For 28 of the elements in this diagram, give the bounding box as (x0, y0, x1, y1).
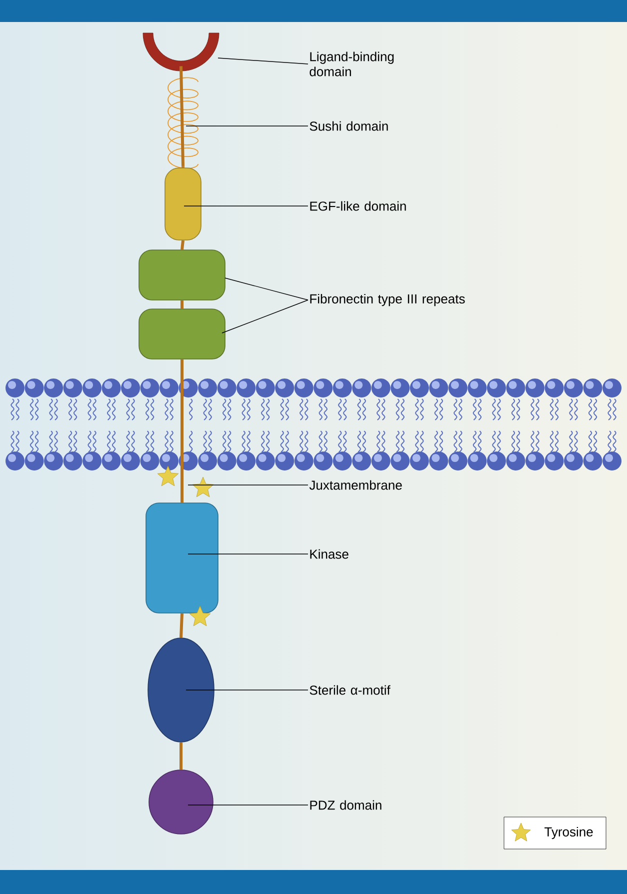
domain-label: Sushi domain (310, 121, 388, 131)
protein-chain (180, 742, 182, 770)
protein-chain (180, 240, 184, 250)
legend-label: Tyrosine (544, 826, 593, 840)
leader-line (188, 804, 308, 806)
protein-chain (182, 166, 184, 168)
leader-line (188, 484, 308, 486)
leader-line (224, 278, 308, 300)
domain-label: Fibronectin type III repeats (310, 294, 465, 306)
domain-label: Ligand-binding domain (310, 52, 394, 76)
leader-line (222, 300, 308, 334)
domain-circle (148, 770, 214, 834)
egf-domain-capsule (164, 168, 202, 240)
domain-label: Juxtamembrane (309, 480, 402, 490)
domain-box (138, 308, 226, 360)
tyrosine-star (192, 476, 214, 498)
protein-chain (180, 300, 184, 309)
leader-line (218, 58, 308, 64)
domain-box (138, 250, 226, 300)
domain-box (146, 502, 218, 614)
domain-label: Kinase (310, 549, 348, 559)
protein-chain (180, 613, 184, 638)
domain-label: Sterile α-motif (310, 685, 390, 695)
sushi-coil (168, 77, 198, 169)
domain-ellipse (148, 638, 214, 742)
ligand-binding-cup (142, 32, 220, 72)
domain-label: PDZ domain (310, 800, 382, 810)
domain-label: EGF-like domain (310, 201, 406, 211)
